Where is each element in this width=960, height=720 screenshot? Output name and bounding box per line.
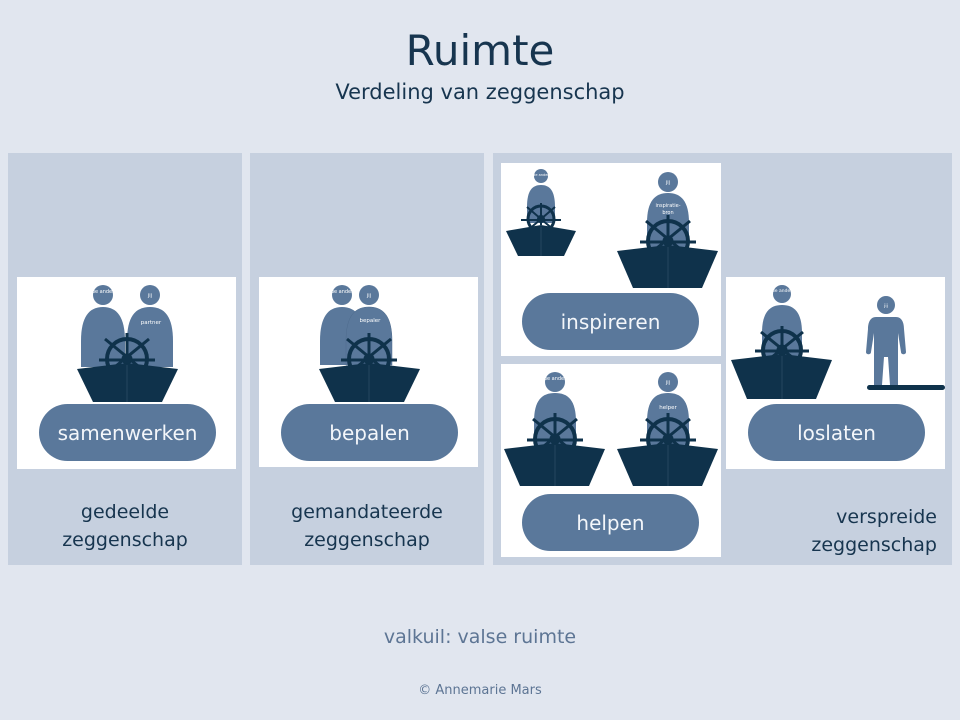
head-label: jij: [665, 180, 670, 186]
loslaten-button[interactable]: loslaten: [748, 404, 925, 461]
caption-mandated: gemandateerde zeggenschap: [250, 498, 484, 554]
role-label: bron: [662, 210, 673, 216]
caption-line: gedeelde: [80, 501, 170, 523]
bepalen-button[interactable]: bepalen: [281, 404, 458, 461]
card-samenwerken: de ander jij partner samenwerken: [17, 277, 236, 469]
boat-and-person-on-shore-illustration: de ander jij: [731, 285, 945, 399]
copyright: © Annemarie Mars: [418, 683, 542, 698]
two-boats-illustration: de ander jij helper: [504, 372, 718, 486]
caption-line: zeggenschap: [811, 534, 937, 556]
caption-line: gemandateerde: [291, 501, 443, 523]
head-label: de ander: [772, 288, 792, 294]
card-loslaten: de ander jij loslaten: [726, 277, 945, 469]
person-icon: [81, 285, 125, 367]
card-helpen: de ander jij helper: [501, 364, 721, 557]
head-label: jij: [147, 293, 152, 299]
role-label: partner: [141, 320, 162, 326]
panel-distributed-authority: de ander jij inspiratie- bron: [493, 153, 952, 565]
samenwerken-button[interactable]: samenwerken: [39, 404, 216, 461]
pitfall-note: valkuil: valse ruimte: [383, 626, 577, 648]
page-subtitle: Verdeling van zeggenschap: [335, 80, 625, 104]
head-label: jij: [883, 303, 888, 309]
role-label: helper: [659, 405, 677, 411]
caption-line: zeggenschap: [62, 529, 188, 551]
panel-mandated-authority: de ander jij bepaler bepalen gemandateer…: [250, 153, 484, 565]
role-label: inspiratie-: [655, 203, 680, 209]
person-icon: [127, 285, 173, 367]
small-and-large-boat-illustration: de ander jij inspiratie- bron: [506, 169, 718, 288]
two-people-at-helm-illustration: de ander jij partner: [77, 285, 178, 402]
page-title: Ruimte: [405, 26, 555, 75]
caption-shared: gedeelde zeggenschap: [8, 498, 242, 554]
shore-platform: [867, 385, 945, 390]
two-people-at-helm-illustration: de ander jij bepaler: [319, 285, 420, 402]
caption-distributed: verspreide zeggenschap: [811, 503, 937, 559]
panel-shared-authority: de ander jij partner samenwerken g: [8, 153, 242, 565]
head-label: jij: [665, 380, 670, 386]
head-label: de ander: [92, 289, 115, 295]
inspireren-button[interactable]: inspireren: [522, 293, 699, 350]
caption-line: verspreide: [836, 506, 937, 528]
head-label: jij: [366, 293, 371, 299]
head-label: de ander: [544, 376, 567, 382]
card-inspireren: de ander jij inspiratie- bron: [501, 163, 721, 356]
standing-person-icon: [866, 296, 906, 385]
caption-line: zeggenschap: [304, 529, 430, 551]
helpen-button[interactable]: helpen: [522, 494, 699, 551]
role-label: bepaler: [360, 318, 382, 324]
head-label: de ander: [331, 289, 354, 295]
card-bepalen: de ander jij bepaler bepalen: [259, 277, 478, 467]
head-label: de ander: [533, 173, 549, 177]
